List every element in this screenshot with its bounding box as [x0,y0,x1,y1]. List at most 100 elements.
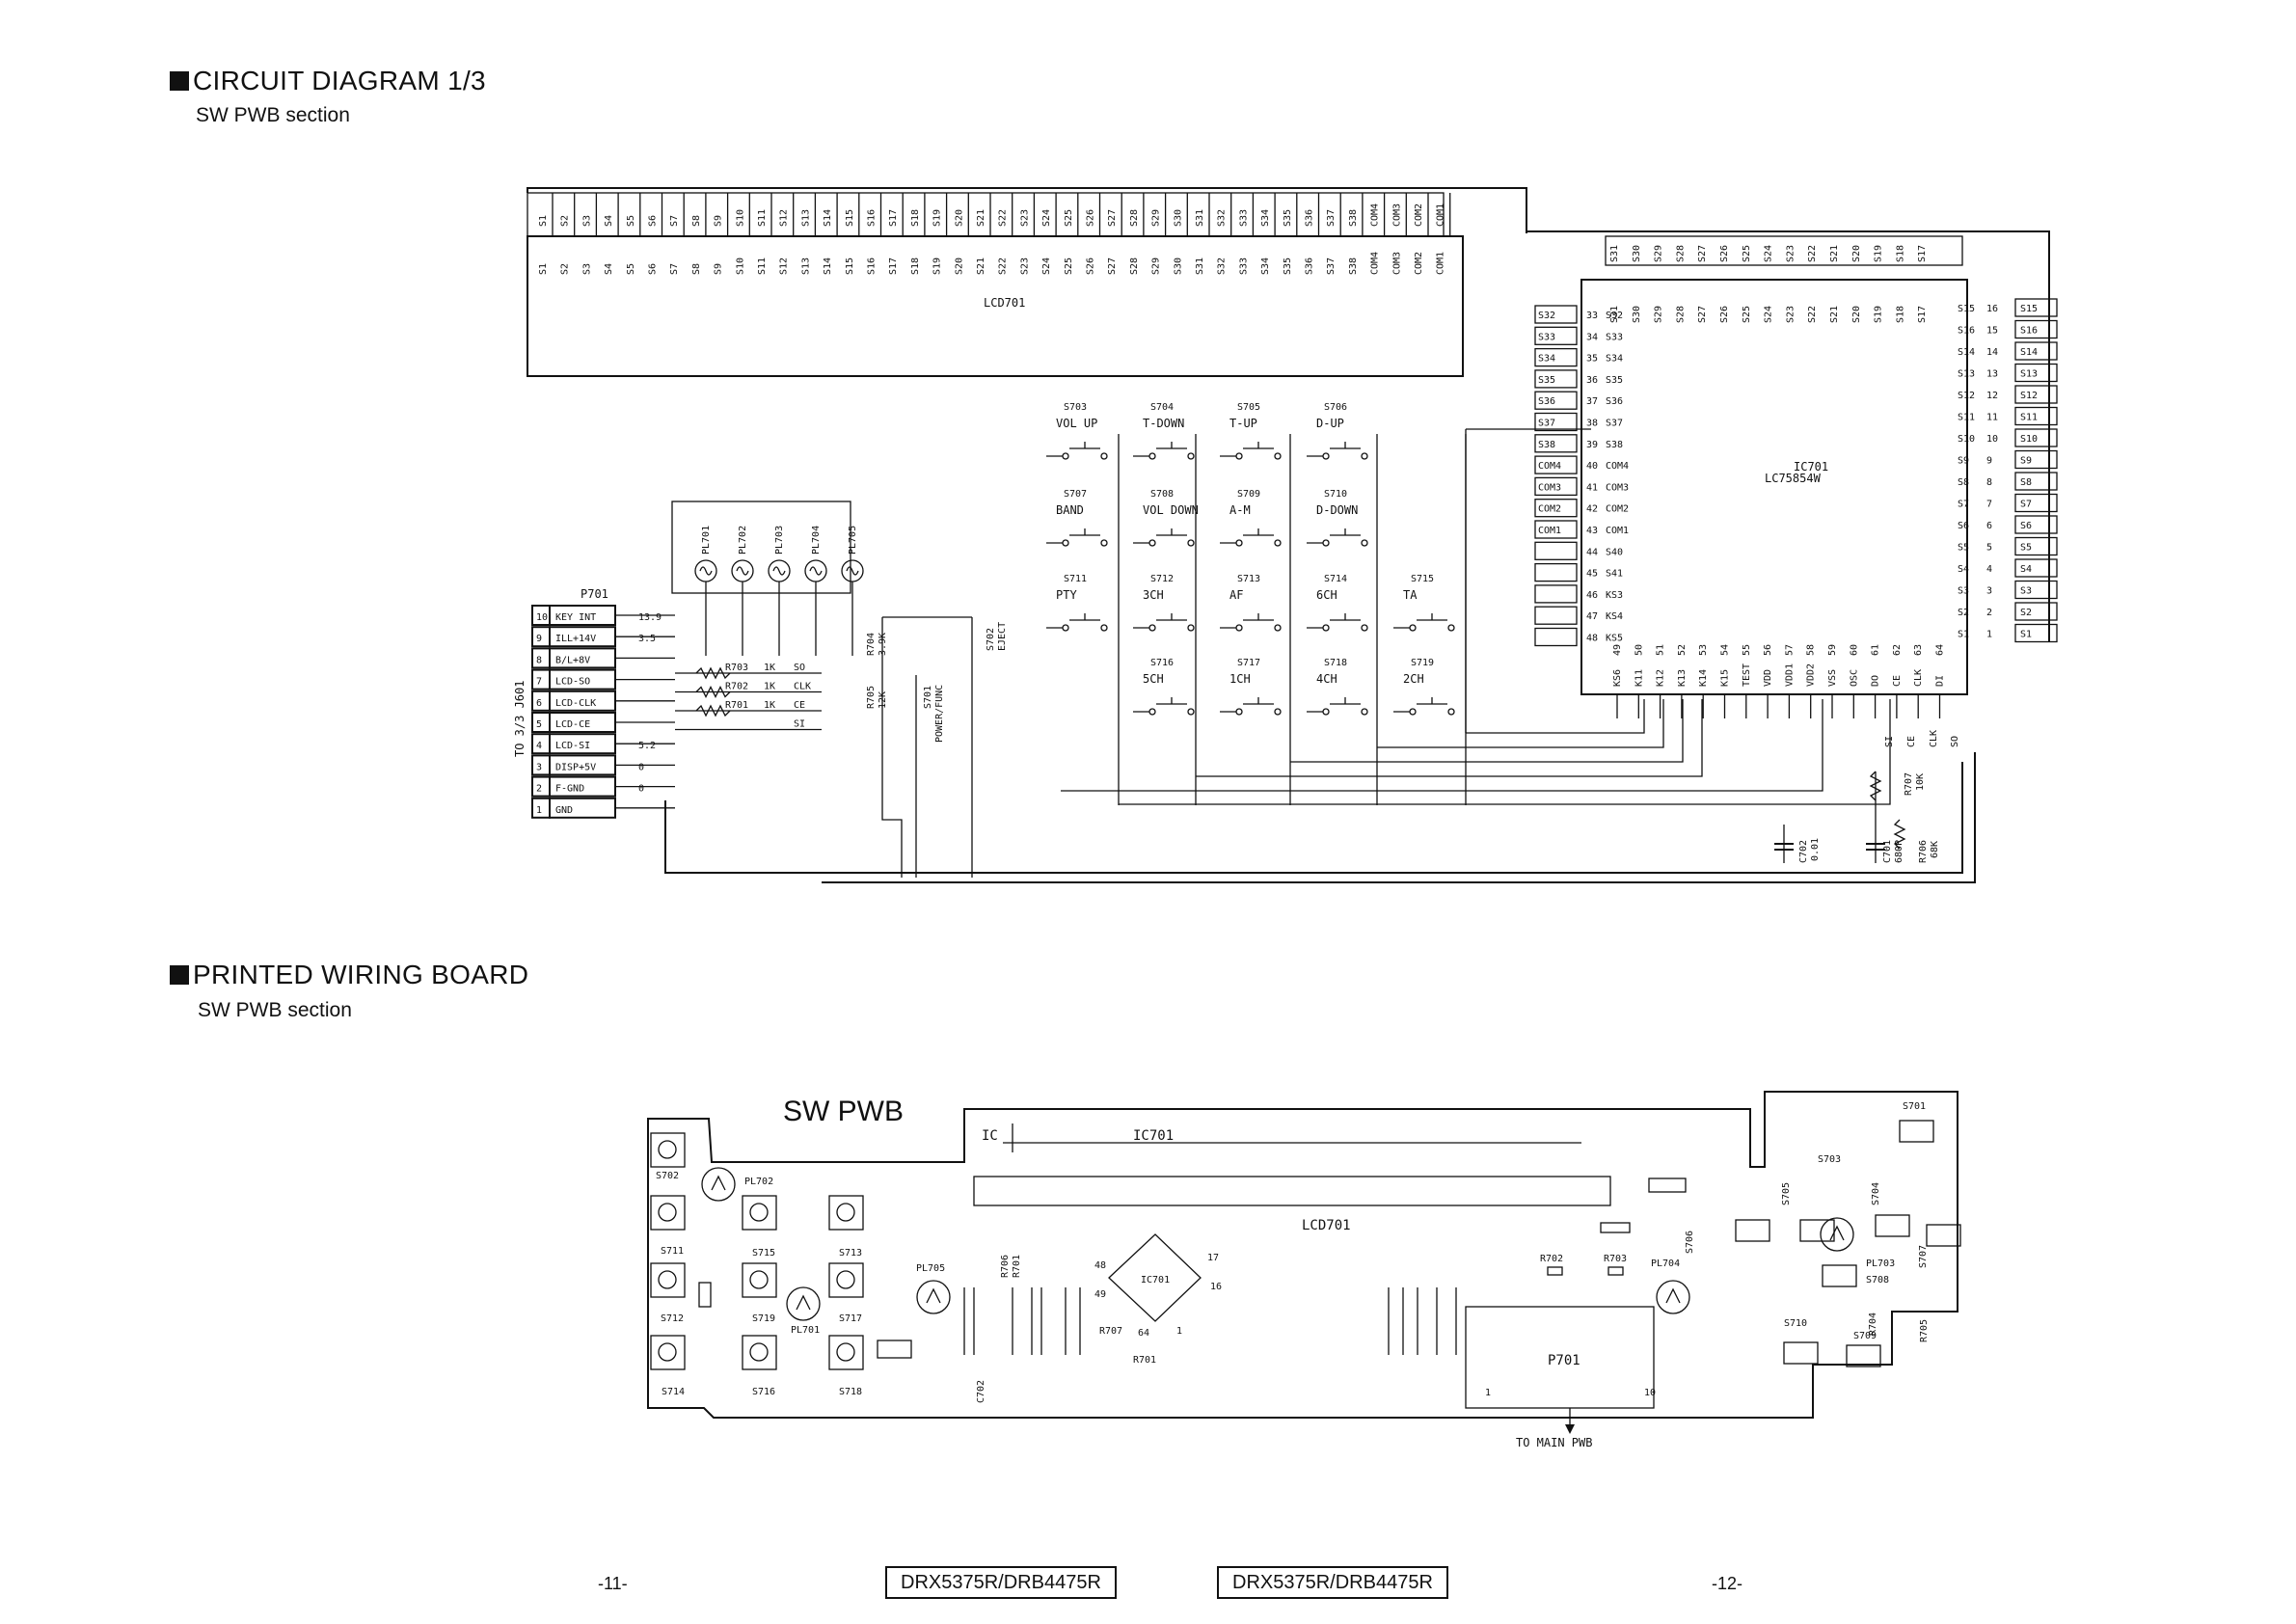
lcd701-pin-header [527,192,1445,237]
pwb-key-pad-icon [836,1270,855,1289]
ic-right-pin-inner: S10 [1958,434,1975,445]
pwb-key-pad-icon [749,1203,769,1222]
ic-top-pin-inner: S26 [1719,306,1730,323]
ic-left-pin-num: 39 [1586,440,1598,450]
ic-top-pin-inner: S27 [1697,306,1708,323]
ic-top-pin: S21 [1829,245,1840,262]
ic-left-pin-num: 47 [1586,611,1598,622]
switch-ref: S710 [1324,489,1347,500]
ic-top-pin: S20 [1851,245,1862,262]
circuit-diagram-title: CIRCUIT DIAGRAM 1/3 [193,66,486,95]
r705-value: 12K [878,691,888,709]
lcd-pin-label: S11 [757,257,768,275]
switch-contact-icon [1062,452,1069,460]
ic701-top-header [1605,235,1963,266]
switch-contact-icon [1187,539,1195,547]
lcd-pin-label: S35 [1283,209,1293,227]
ic-left-pin-box [1534,326,1578,345]
lcd-pin-label: S17 [888,209,899,227]
lcd-pin-label: S28 [1129,257,1140,275]
r706-ref: R706 [1918,840,1929,863]
pwb-title: PRINTED WIRING BOARD [193,960,529,989]
lcd-pin-label: S11 [757,209,768,227]
p701-pin-name: DISP+5V [555,762,596,772]
ic-left-pin-num: 43 [1586,526,1598,536]
ic-left-pin-num: 38 [1586,419,1598,429]
r704-value: 3.9K [878,633,888,656]
ic-right-pin-inner: S14 [1958,347,1975,358]
ic-bottom-pin: K13 [1677,669,1688,687]
row-bus-3 [1196,699,1703,777]
ic-right-pin-num: 5 [1986,543,1992,554]
r707-value: 10K [1915,773,1926,791]
ic-bottom-pin-num: 53 [1698,644,1709,656]
ic-right-pin-inner: S1 [1958,630,1969,640]
pwb-label-pl703: PL703 [1866,1259,1895,1269]
switch-ref: S717 [1237,658,1260,668]
pwb-label-s704: S704 [1871,1182,1881,1205]
pwb-chip [1547,1266,1563,1276]
pwb-label-r707: R707 [1099,1326,1122,1337]
pwb-lamp-icon [1656,1280,1690,1314]
pwb-lamp-glyph-icon [796,1294,811,1311]
switch-function: 5CH [1143,672,1164,686]
lcd-pin-label: S14 [823,257,833,275]
ic-right-pin-box [2014,449,2058,470]
switch-function: 3CH [1143,588,1164,602]
switch-function: D-UP [1316,417,1344,430]
lcd-pin-label: S12 [779,209,790,227]
ic-right-pin-box [2014,472,2058,491]
ic-top-pin-inner: S25 [1742,306,1752,323]
pwb-to-main: TO MAIN PWB [1516,1436,1592,1449]
switch-contact-icon [1235,452,1243,460]
lcd-pin-label: S2 [560,263,571,275]
circuit-diagram-subtitle: SW PWB section [196,104,350,126]
switch-contact-icon [1409,708,1417,716]
switch-ref: S706 [1324,402,1347,413]
ic-right-pin-num: 4 [1986,564,1992,575]
lcd-pin-label: S1 [538,215,549,227]
pwb-lamp-glyph-icon [711,1175,726,1191]
pwb-lamp-icon [1820,1217,1854,1252]
ic-bottom-pin-num: 58 [1806,644,1817,656]
switch-function: T-UP [1229,417,1257,430]
pwb-heading: PRINTED WIRING BOARD [170,960,528,990]
lamp-filament-icon [846,566,859,576]
switch-function: 6CH [1316,588,1337,602]
ic-left-pin-num: 40 [1586,461,1598,472]
lamp-label: PL703 [774,526,785,555]
ic-top-pin-inner: S29 [1654,306,1664,323]
ic-right-pin-box [2014,558,2058,578]
pwb-label-s702: S702 [656,1171,679,1181]
switch-function: VOL UP [1056,417,1097,430]
pwb-ic-ref: IC701 [1133,1128,1174,1144]
ic-right-pin-inner: S3 [1958,586,1969,597]
ic701-block: S31S31S30S30S29S29S28S28S27S27S26S26S25S… [1534,235,2058,718]
pwb-key-pad [828,1262,864,1298]
lcd-pin-label: S8 [691,215,702,227]
ic-top-pin: S30 [1632,245,1642,262]
ic-right-pin-box [2014,341,2058,361]
resistor-signal: CLK [794,682,811,692]
pwb-lcd-window [973,1176,1611,1206]
p701-pin-name: LCD-SI [555,741,590,751]
ic-bottom-pin-num: 57 [1784,644,1795,656]
ic-right-pin-num: 12 [1986,391,1998,401]
resistor-ref: R702 [725,682,748,692]
lcd-pin-label: S13 [800,257,811,275]
pwb-label-r705: R705 [1919,1319,1930,1342]
pwb-key-pad [742,1335,777,1370]
switch-contact-icon [1361,452,1368,460]
switch-ref: S705 [1237,402,1260,413]
r704-ref: R704 [866,633,877,656]
switch-contact-icon [1148,708,1156,716]
to-main-arrow-icon [1565,1424,1575,1434]
pwb-key-pad [650,1335,686,1370]
pwb-pin1: 1 [1176,1326,1182,1337]
ic-right-pin-num: 14 [1986,347,1998,358]
switch-ref: S718 [1324,658,1347,668]
power-eject-block: R704 3.9K R705 12K S702 EJECT S701 POWER… [866,616,1008,878]
